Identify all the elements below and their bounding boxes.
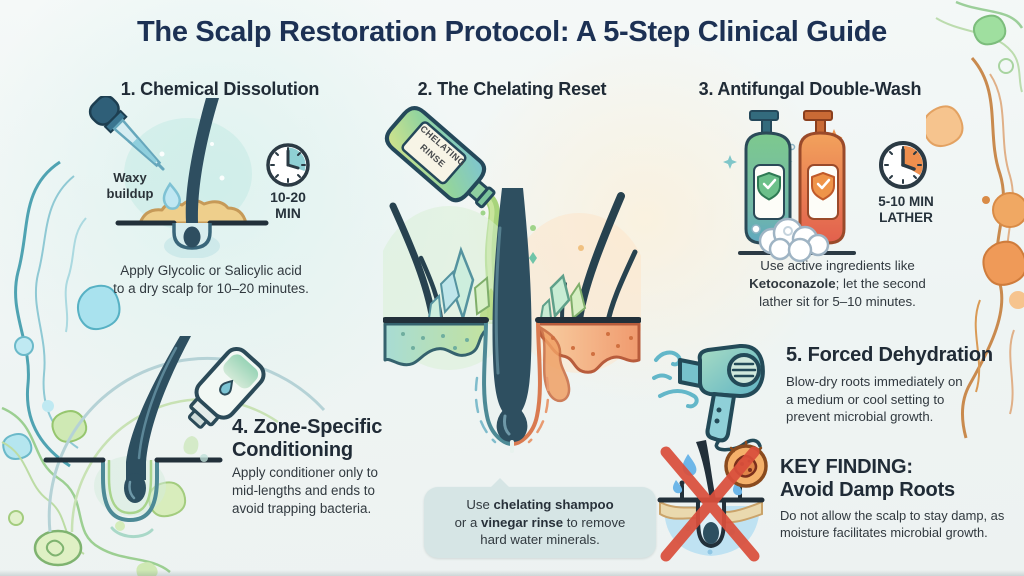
bubble-bold1: chelating shampoo (493, 497, 614, 512)
hair-dryer-icon (652, 343, 765, 452)
step3-duration: 5-10 MIN LATHER (878, 194, 934, 225)
bubble-seg1: Use (466, 497, 494, 512)
bubble-seg2: or a (454, 514, 478, 530)
left-blue-blob-decoration (2, 160, 121, 468)
timer-5-10-icon (879, 141, 927, 189)
shampoo-bottles-icon (723, 110, 856, 263)
step1-heading: 1. Chemical Dissolution (120, 79, 320, 99)
conditioner-bottle-icon (187, 347, 266, 429)
key-finding-body: Do not allow the scalp to stay damp, as … (780, 508, 1005, 541)
key-finding-heading: KEY FINDING: Avoid Damp Roots (780, 456, 955, 501)
red-x-icon (660, 446, 760, 562)
sparkle-icon (723, 155, 737, 169)
orange-antifungal-bottle (798, 110, 846, 245)
step3-body-seg2: ; let the second lather sit for 5–10 min… (759, 275, 926, 309)
follicle-cross-section-illustration (383, 188, 641, 453)
step3-body-bold: Ketoconazole (749, 275, 836, 291)
step4-body: Apply conditioner only to mid-lengths an… (232, 465, 378, 516)
foam-icon (758, 217, 830, 263)
step1-duration: 10-20 MIN (270, 189, 306, 222)
bubble-bold2: vinegar rinse (480, 514, 564, 530)
right-orange-blob-decoration (926, 0, 1024, 439)
step1-body: Apply Glycolic or Salicylic acid to a dr… (113, 263, 309, 297)
step3-body-seg1: Use active ingredients like (760, 258, 915, 273)
step4-heading: 4. Zone-Specific Conditioning (232, 416, 383, 461)
bubble-seg3: to remove hard water minerals. (480, 514, 626, 548)
water-drop-icon (162, 181, 181, 210)
waxy-buildup-label: Waxy buildup (106, 170, 154, 202)
mineral-crystals-icon (427, 246, 587, 323)
step3-heading: 3. Antifungal Double-Wash (698, 79, 922, 99)
zone-conditioning-illustration (43, 336, 326, 538)
step5-body: Blow-dry roots immediately on a medium o… (786, 374, 963, 425)
step2-callout-bubble: Use chelating shampoo or a vinegar rinse… (424, 477, 656, 559)
step3-body: Use active ingredients like Ketoconazole… (700, 257, 975, 310)
bottom-shadow-strip (0, 570, 1024, 576)
dropper-follicle-illustration (88, 96, 269, 258)
no-damp-roots-icon (657, 440, 768, 562)
green-antifungal-bottle (744, 110, 792, 245)
page-title: The Scalp Restoration Protocol: A 5-Step… (137, 16, 887, 48)
wind-icon (652, 350, 699, 409)
step2-heading: 2. The Chelating Reset (417, 79, 607, 99)
dropper-icon (88, 96, 165, 171)
timer-10-20-icon (266, 143, 310, 187)
step5-heading: 5. Forced Dehydration (786, 344, 993, 366)
